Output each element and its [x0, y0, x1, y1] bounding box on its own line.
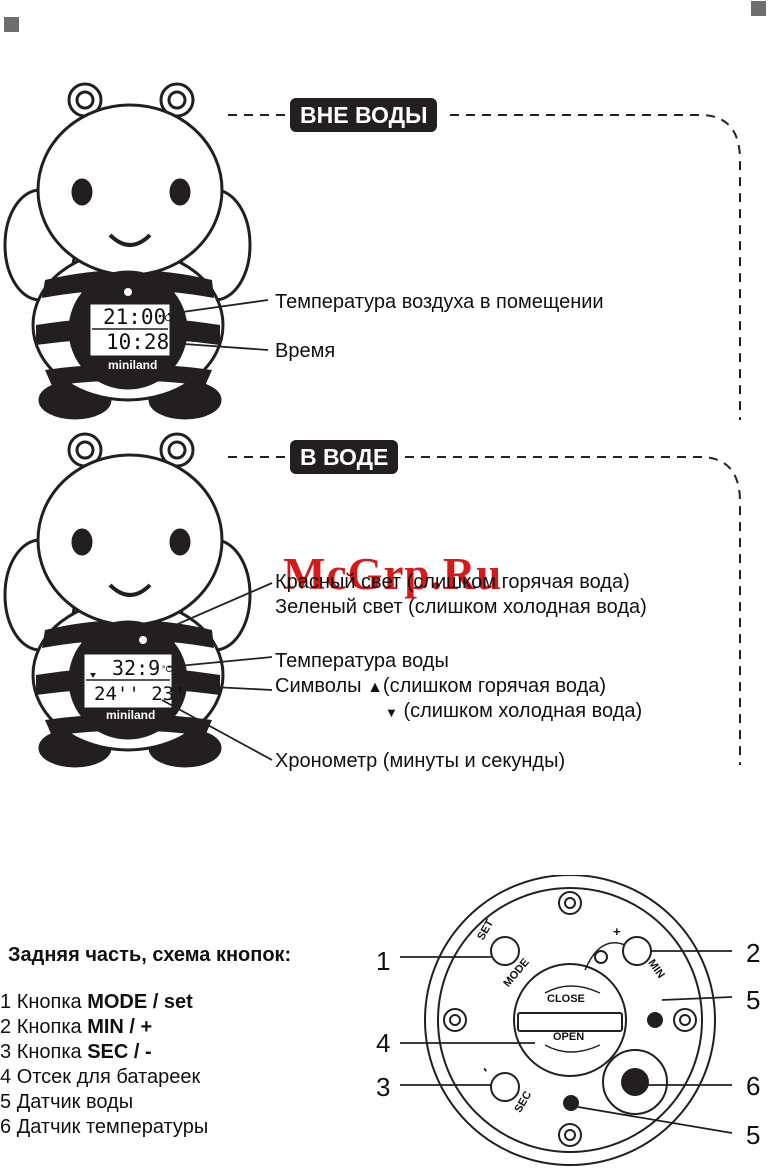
legend-item-6: 6 Датчик температуры — [0, 1116, 209, 1138]
label-room-temperature: Температура воздуха в помещении — [275, 291, 604, 313]
legend-item-3: 3 Кнопка SEC / - — [0, 1041, 152, 1063]
symbols-hot-text: (слишком горячая вода) — [382, 675, 607, 697]
legend-item-2: 2 Кнопка MIN / + — [0, 1016, 153, 1038]
section-tag-out-of-water: ВНЕ ВОДЫ — [290, 98, 438, 132]
callout-2: 2 — [746, 938, 761, 968]
label-green-light: Зеленый свет (слишком холодная вода) — [275, 596, 647, 618]
label-chronometer: Хронометр (минуты и секунды) — [275, 750, 566, 772]
brand-logo-top: miniland — [108, 358, 158, 372]
label-time: Время — [275, 340, 336, 362]
label-symbols: Символы ▲(слишком горячая вода) — [275, 674, 606, 700]
symbols-cold-text: (слишком холодная вода) — [403, 700, 643, 722]
display-line2-top: 10:28 — [106, 330, 170, 354]
legend-item-1: 1 Кнопка MODE / set — [0, 991, 193, 1013]
callout-5-lower: 5 — [746, 1120, 761, 1150]
label-plus: + — [613, 924, 621, 939]
dashed-connector-top — [228, 114, 741, 420]
callout-3: 3 — [376, 1072, 391, 1102]
corner-marker-right — [751, 1, 766, 16]
display-unit-top: °C — [161, 313, 172, 323]
leader-lines-top — [167, 299, 269, 351]
dashed-connector-bottom — [228, 456, 741, 765]
display-line1-top: 21:00 — [103, 305, 167, 329]
back-button-diagram — [400, 875, 733, 1166]
leader-lines-bottom — [147, 582, 273, 761]
section-tag-in-water: В ВОДЕ — [290, 440, 399, 474]
label-symbols-cold: ▼ (слишком холодная вода) — [385, 699, 642, 725]
bee-illustration-top — [3, 82, 252, 420]
bee-illustration-bottom — [3, 432, 252, 768]
display-unit-bottom: °C — [162, 664, 173, 674]
label-water-temperature: Температура воды — [275, 650, 449, 672]
callout-5-upper: 5 — [746, 985, 761, 1015]
callout-4: 4 — [376, 1028, 391, 1058]
back-section-title: Задняя часть, схема кнопок: — [8, 944, 292, 966]
label-red-light: Красный свет (слишком горячая вода) — [275, 571, 630, 593]
display-line1-bottom: 32:9 — [112, 656, 161, 680]
up-triangle-icon: ▲ — [367, 679, 383, 696]
brand-logo-bottom: miniland — [106, 708, 156, 722]
callout-1: 1 — [376, 946, 391, 976]
legend-item-4: 4 Отсек для батареек — [0, 1066, 201, 1088]
watermark: McGrp.Ru — [283, 549, 503, 599]
symbols-prefix: Символы — [275, 675, 362, 697]
label-close: CLOSE — [547, 993, 585, 1005]
label-open: OPEN — [553, 1031, 585, 1043]
callout-6: 6 — [746, 1071, 761, 1101]
corner-marker-left — [4, 17, 19, 32]
down-triangle-icon: ▼ — [385, 705, 398, 720]
legend-item-5: 5 Датчик воды — [0, 1091, 134, 1113]
